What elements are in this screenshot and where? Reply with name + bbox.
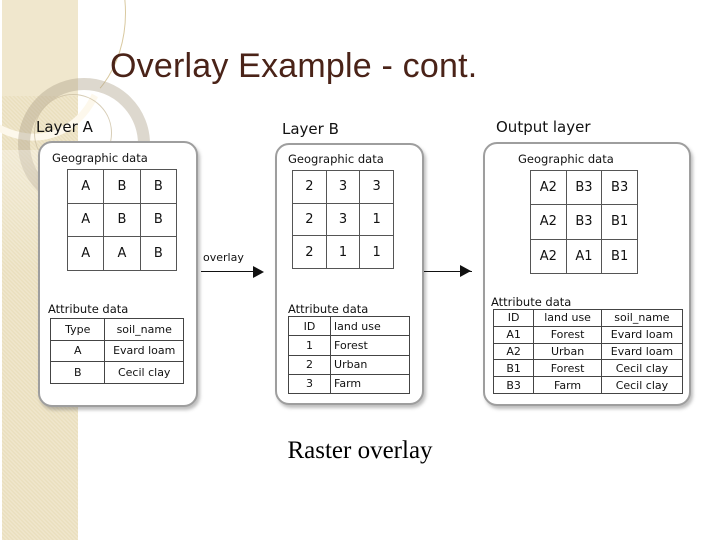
overlay-arrow-label: overlay bbox=[203, 251, 244, 264]
layer-b-attr-title: Attribute data bbox=[288, 302, 369, 316]
layer-b-attr-header-0: ID bbox=[287, 315, 332, 337]
layer-b-grid-cell-1-1: 3 bbox=[325, 202, 361, 237]
output-grid-cell-0-0: A2 bbox=[530, 169, 567, 206]
output-attr-cell-2-2: Cecil clay bbox=[600, 359, 684, 378]
slide-caption: Raster overlay bbox=[287, 437, 433, 464]
layer-b-grid-cell-2-1: 1 bbox=[325, 235, 361, 269]
output-attr-title: Attribute data bbox=[491, 295, 572, 309]
layer-b-attr-cell-2-1: Farm bbox=[330, 373, 410, 395]
output-grid-cell-1-2: B1 bbox=[601, 204, 638, 240]
layer-b-grid-cell-1-0: 2 bbox=[292, 202, 327, 237]
output-attr-cell-3-2: Cecil clay bbox=[600, 376, 684, 394]
result-arrow-line bbox=[424, 271, 472, 272]
output-grid-cell-1-1: B3 bbox=[565, 204, 603, 240]
overlay-arrow-head bbox=[253, 266, 264, 278]
layer-b-attr-header-1: land use bbox=[330, 315, 410, 337]
layer-a-grid-cell-0-0: A bbox=[66, 169, 105, 204]
layer-b-attr-cell-2-0: 3 bbox=[287, 373, 332, 395]
layer-a-attr-header-1: soil_name bbox=[104, 318, 184, 341]
output-grid-cell-0-2: B3 bbox=[601, 169, 638, 206]
layer-b-grid-cell-2-2: 1 bbox=[359, 235, 394, 269]
layer-a-grid-cell-2-0: A bbox=[66, 236, 105, 271]
output-grid-cell-0-1: B3 bbox=[565, 169, 603, 206]
layer-a-attr-cell-0-0: A bbox=[49, 339, 106, 363]
output-attr-cell-2-1: Forest bbox=[533, 359, 602, 378]
layer-b-grid-cell-0-1: 3 bbox=[325, 170, 361, 204]
layer-a-grid-cell-1-1: B bbox=[103, 202, 141, 238]
layer-a-attr-cell-1-1: Cecil clay bbox=[104, 361, 184, 384]
page-title: Overlay Example - cont. bbox=[110, 47, 478, 85]
layer-a-label: Layer A bbox=[36, 118, 93, 136]
output-attr-cell-1-0: A2 bbox=[492, 342, 535, 361]
layer-b-grid-cell-0-0: 2 bbox=[292, 170, 327, 204]
output-attr-header-2: soil_name bbox=[600, 309, 684, 327]
layer-b-attr-cell-1-0: 2 bbox=[287, 354, 332, 375]
output-grid-cell-2-1: A1 bbox=[565, 238, 603, 275]
layer-a-grid-cell-0-2: B bbox=[139, 169, 178, 204]
output-layer-label: Output layer bbox=[496, 118, 591, 136]
output-attr-cell-2-0: B1 bbox=[492, 359, 535, 378]
layer-b-label: Layer B bbox=[282, 120, 339, 138]
output-attr-cell-3-1: Farm bbox=[533, 376, 602, 394]
layer-b-geo-title: Geographic data bbox=[288, 152, 384, 166]
result-arrow-head bbox=[460, 265, 471, 277]
output-geo-title: Geographic data bbox=[518, 152, 614, 166]
layer-b-attr-cell-1-1: Urban bbox=[330, 354, 410, 375]
output-attr-cell-0-1: Forest bbox=[533, 325, 602, 344]
layer-a-geo-title: Geographic data bbox=[52, 151, 148, 165]
layer-b-grid-cell-2-0: 2 bbox=[292, 235, 327, 269]
layer-b-attr-cell-0-1: Forest bbox=[330, 335, 410, 356]
layer-a-grid-cell-1-2: B bbox=[139, 202, 178, 238]
output-grid-cell-2-0: A2 bbox=[530, 238, 567, 275]
layer-a-grid-cell-2-2: B bbox=[139, 236, 178, 271]
layer-a-attr-cell-1-0: B bbox=[49, 361, 106, 384]
output-attr-header-1: land use bbox=[533, 309, 602, 327]
output-attr-cell-3-0: B3 bbox=[492, 376, 535, 394]
output-grid-cell-2-2: B1 bbox=[601, 238, 638, 275]
layer-a-attr-title: Attribute data bbox=[48, 302, 129, 316]
output-attr-cell-0-0: A1 bbox=[492, 325, 535, 344]
layer-b-grid-cell-0-2: 3 bbox=[359, 170, 394, 204]
output-attr-cell-1-1: Urban bbox=[533, 342, 602, 361]
layer-a-grid-cell-1-0: A bbox=[66, 202, 105, 238]
layer-a-grid-cell-2-1: A bbox=[103, 236, 141, 271]
layer-a-grid-cell-0-1: B bbox=[103, 169, 141, 204]
output-attr-cell-1-2: Evard loam bbox=[600, 342, 684, 361]
output-attr-cell-0-2: Evard loam bbox=[600, 325, 684, 344]
overlay-arrow-line bbox=[201, 271, 255, 272]
layer-a-attr-header-0: Type bbox=[49, 318, 106, 341]
output-attr-header-0: ID bbox=[492, 309, 535, 327]
output-grid-cell-1-0: A2 bbox=[530, 204, 567, 240]
layer-b-grid-cell-1-2: 1 bbox=[359, 202, 394, 237]
layer-b-attr-cell-0-0: 1 bbox=[287, 335, 332, 356]
layer-a-attr-cell-0-1: Evard loam bbox=[104, 339, 184, 363]
